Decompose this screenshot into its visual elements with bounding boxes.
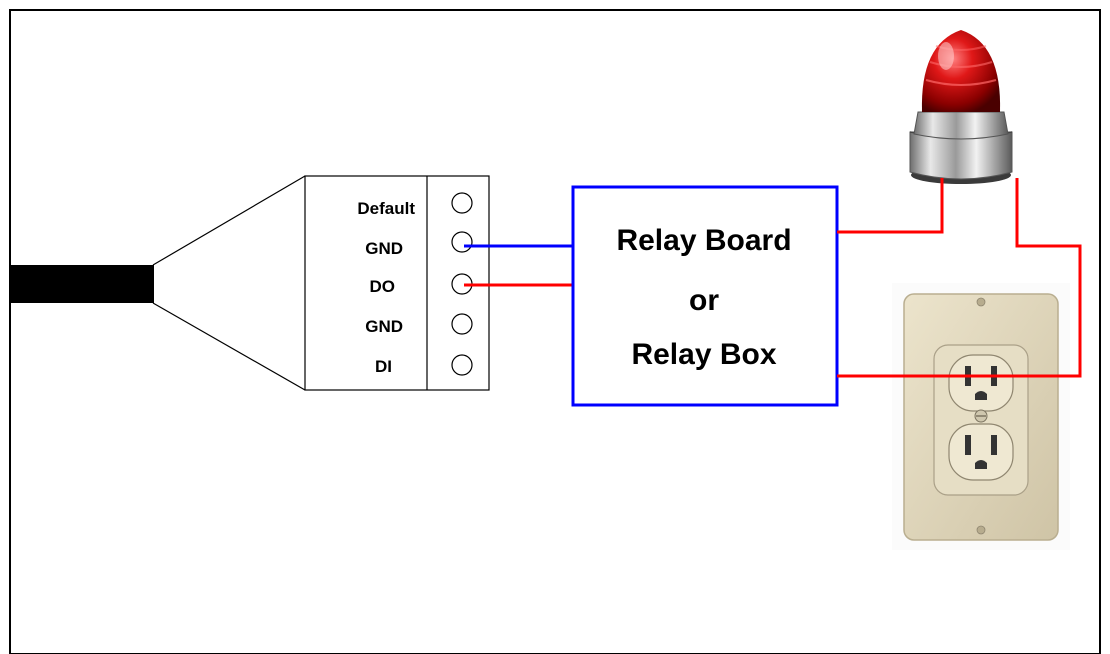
cable [10,265,154,303]
red-warning-beacon-icon [909,30,1013,184]
terminal-label-gnd-1: GND [365,239,403,258]
relay-subtitle: Relay Box [631,338,776,371]
terminal-label-default: Default [357,199,415,218]
terminal-screw-gnd-2[interactable] [451,313,473,335]
relay-title: Relay Board [616,224,791,257]
wall-power-outlet-icon [892,283,1070,550]
relay-box[interactable] [571,185,839,407]
relay-or: or [689,284,719,317]
diagram-frame [9,9,1101,654]
terminal-label-do: DO [370,277,396,296]
terminal-screw-default[interactable] [451,192,473,214]
terminal-screw-di[interactable] [451,354,473,376]
beacon-wire-right [968,178,1082,378]
beacon-wire-left [837,178,944,234]
terminal-label-di: DI [375,357,392,376]
terminal-screw-gnd-1[interactable] [451,231,473,253]
cable-fanout [152,175,306,391]
terminal-label-gnd-2: GND [365,317,403,336]
